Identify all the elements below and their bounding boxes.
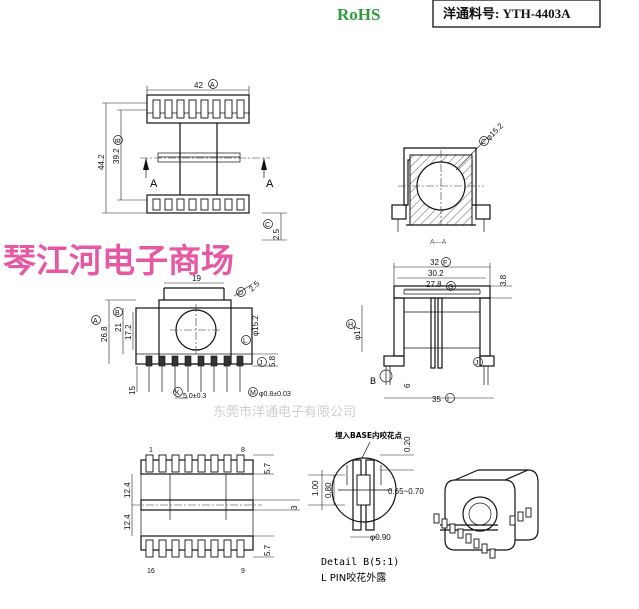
shop-watermark: 琴江河电子商场: [3, 241, 234, 280]
pin-pitch: 5.0±0.3: [183, 393, 206, 400]
dim-phi-15-2-section: φ15.2: [484, 121, 505, 142]
dim-0-20: 0.20: [403, 436, 412, 452]
iso-pins: [433, 507, 532, 559]
bottom-view: 1 8 16 9 12.4 12.4 5.7: [123, 447, 300, 575]
center-slot: [157, 152, 241, 163]
side-view: 32 F 30.2 27.8 G 3.8 φ17 H B 6 35 I J: [346, 257, 512, 404]
pin-diameter: φ0.8±0.03: [259, 391, 291, 398]
section-mark-a-right: A: [266, 178, 274, 190]
dim-phi-15-2-front: φ15.2: [251, 315, 260, 336]
dim-3: 3: [290, 505, 299, 510]
section-view: A—A φ15.2 C: [391, 121, 505, 246]
top-view: A A 42 A 44.2 39.2 B 2.5 C: [97, 79, 287, 241]
dim-3-8: 3.8: [499, 274, 508, 286]
dim-42: 42: [194, 81, 203, 90]
callout-a-front: A: [93, 318, 98, 325]
dim-30-2: 30.2: [428, 269, 444, 278]
callout-j-front: J: [259, 360, 263, 367]
bottom-top-pins: [145, 454, 245, 473]
dim-26-8: 26.8: [100, 326, 109, 342]
callout-f: F: [443, 260, 447, 267]
dim-21: 21: [114, 323, 123, 332]
dim-2-5-front: 2.5: [247, 279, 262, 294]
detail-subtitle: L PIN咬花外露: [321, 571, 386, 584]
dim-0-80: 0.80: [324, 482, 333, 498]
dim-15: 15: [128, 386, 137, 395]
dim-32: 32: [430, 258, 439, 267]
top-flange-pins: [152, 99, 245, 119]
callout-c-section: C: [481, 139, 486, 146]
section-label: A—A: [430, 239, 447, 246]
detail-note: 埋入BASE内咬花点: [335, 430, 403, 440]
pin-label-1: 1: [149, 447, 153, 454]
pin-label-8: 8: [241, 447, 245, 454]
bottom-flange: [146, 194, 250, 214]
callout-a: A: [210, 82, 215, 89]
part-number: 洋通料号: YTH-4403A: [443, 6, 571, 21]
dim-5-7-upper: 5.7: [263, 462, 272, 474]
callout-m: M: [250, 390, 256, 397]
dim-44-2: 44.2: [97, 154, 106, 170]
dim-5-7-lower: 5.7: [263, 544, 272, 556]
dim-1-00: 1.00: [311, 480, 320, 496]
callout-b-front: B: [115, 310, 120, 317]
callout-g: G: [448, 284, 453, 291]
bottom-flange-pins: [152, 198, 245, 211]
part-number-box: [432, 0, 601, 28]
pin-label-9: 9: [241, 568, 245, 575]
callout-h: H: [348, 322, 353, 329]
dim-35: 35: [432, 395, 441, 404]
dim-27-8: 27.8: [426, 280, 442, 289]
bottom-bottom-pins: [145, 539, 245, 558]
dim-12-4-lower: 12.4: [123, 514, 132, 530]
callout-k: K: [175, 390, 180, 397]
dim-17-2: 17.2: [124, 324, 133, 340]
detail-b-mark: B: [370, 376, 376, 386]
detail-title: Detail B(5:1): [321, 557, 399, 568]
rohs-logo: RoHS: [337, 5, 380, 24]
callout-d: D: [238, 290, 243, 297]
dim-phi-0-90: φ0.90: [370, 533, 391, 542]
header: RoHS 洋通料号: YTH-4403A: [337, 0, 601, 28]
dim-5-8: 5.8: [268, 355, 277, 367]
dim-39-2: 39.2: [112, 148, 121, 164]
callout-j-side: J: [475, 360, 479, 367]
dim-12-4-upper: 12.4: [123, 482, 132, 498]
callout-b: B: [115, 138, 122, 143]
callout-c-top: C: [265, 222, 270, 229]
front-view: 19 2.5 D 26.8 A 21 B 17.2 φ15.2 L 5.8 J …: [91, 274, 291, 400]
front-pins: [145, 355, 244, 392]
callout-i: I: [447, 396, 449, 403]
callout-l: L: [243, 338, 247, 345]
pin-label-16: 16: [147, 568, 155, 575]
dim-0-65-0-70: 0.65~0.70: [388, 487, 424, 496]
company-watermark: 东莞市洋通电子有限公司: [213, 404, 356, 420]
dim-phi-17: φ17: [353, 325, 362, 340]
detail-view: 埋入BASE内咬花点 0.20 0.65~0.70 1.00 0.80 φ0.9…: [308, 430, 424, 584]
dim-2-5-top: 2.5: [272, 228, 281, 240]
top-flange: [146, 94, 250, 124]
section-mark-a-left: A: [150, 178, 158, 190]
isometric-view: [433, 469, 539, 559]
dim-6: 6: [403, 383, 412, 388]
dim-19: 19: [192, 274, 201, 283]
detail-circle: [331, 457, 397, 523]
